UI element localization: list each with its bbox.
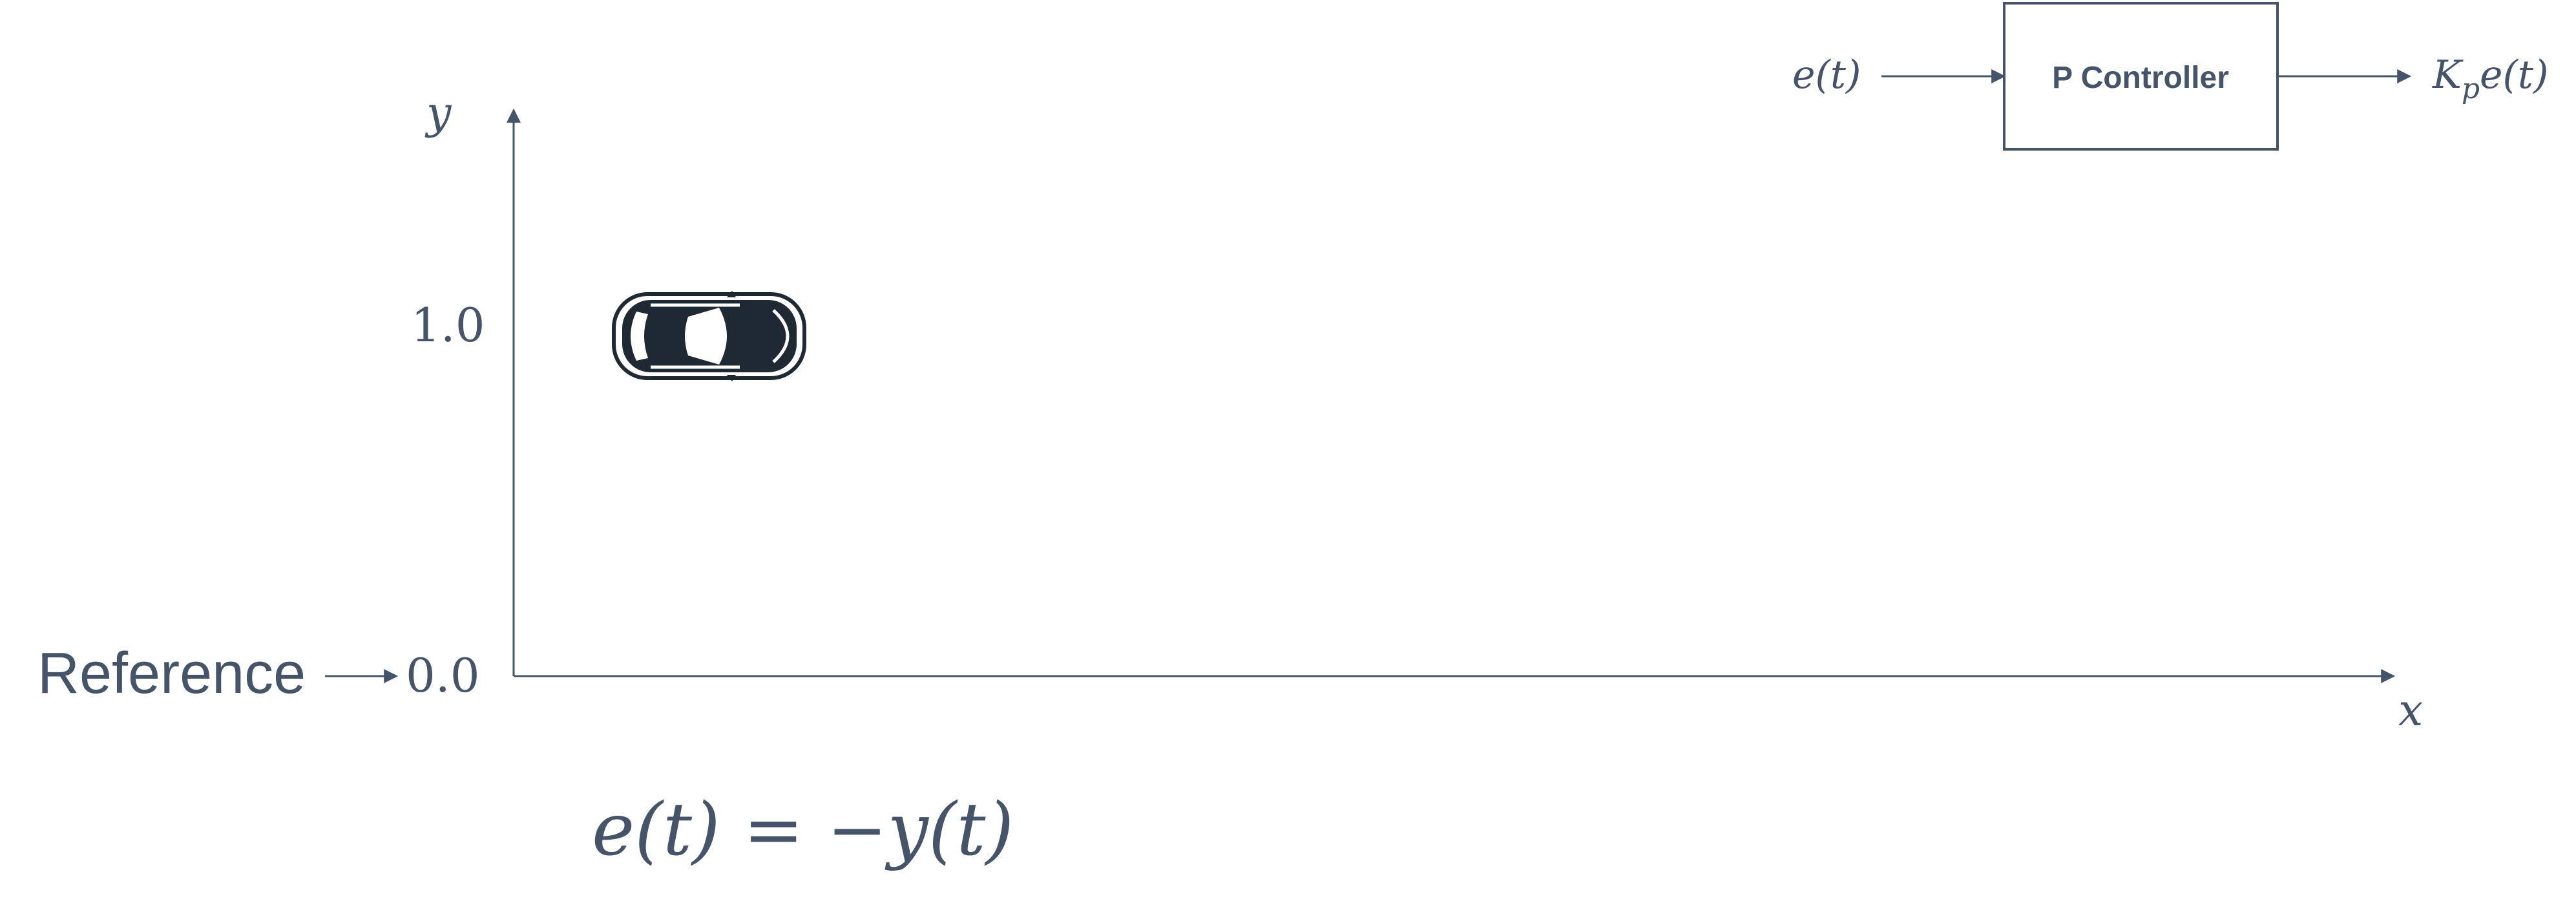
y-tick-label-1: 1.0 xyxy=(411,298,485,352)
p-controller-diagram: e(t) P Controller Kpe(t) xyxy=(1792,2,2548,151)
output-error-term: e(t) xyxy=(2480,52,2548,98)
car-top-view-icon xyxy=(612,291,806,381)
error-equation: e(t) = −y(t) xyxy=(592,788,1014,872)
p-controller-block xyxy=(2003,2,2279,151)
axes: y x 1.0 0.0 xyxy=(406,88,2423,736)
y-axis-label: y xyxy=(424,88,452,139)
p-controller-label: P Controller xyxy=(2052,61,2229,95)
controller-output-label: Kpe(t) xyxy=(2432,52,2548,105)
y-tick-label-0: 0.0 xyxy=(406,648,480,703)
output-gain-subscript: p xyxy=(2462,72,2480,105)
reference-annotation: Reference xyxy=(37,641,399,706)
reference-label: Reference xyxy=(37,641,306,706)
controller-input-label: e(t) xyxy=(1792,52,1861,98)
x-axis-label: x xyxy=(2398,685,2423,736)
output-gain-symbol: K xyxy=(2432,52,2464,98)
